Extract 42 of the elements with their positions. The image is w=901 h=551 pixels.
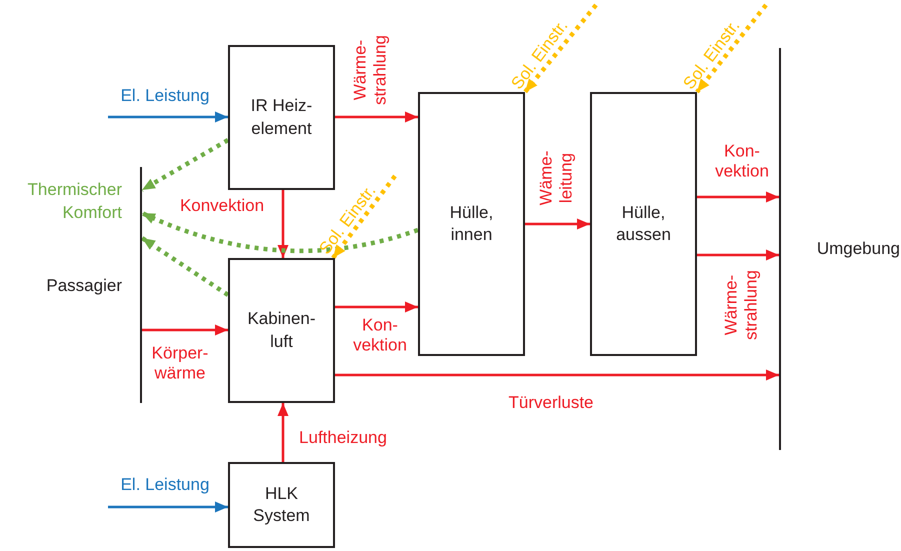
node-label: Umgebung	[816, 238, 900, 260]
node-label: Passagier	[46, 275, 122, 297]
process-box	[228, 45, 335, 190]
process-box	[228, 258, 335, 403]
process-box	[418, 92, 525, 356]
arrow	[525, 218, 590, 230]
edge-label: Körper- wärme	[152, 344, 208, 384]
arrow	[142, 324, 228, 336]
arrow	[278, 190, 288, 258]
arrow	[108, 502, 228, 512]
node-label: IR Heiz- element	[250, 95, 314, 140]
annotation-text: Thermischer Komfort	[26, 179, 122, 224]
edge-label: Wärme- strahlung	[722, 270, 762, 340]
arrow	[697, 250, 779, 260]
boundary-line	[779, 48, 900, 450]
arrow	[697, 192, 779, 202]
arrow	[108, 112, 228, 122]
process-box	[590, 92, 697, 356]
edge-label: El. Leistung	[120, 86, 210, 106]
edge-label: Wärme- strahlung	[350, 35, 391, 105]
node-label: Kabinen- luft	[246, 308, 317, 352]
node-label: HLK System	[252, 482, 311, 527]
process-box	[228, 462, 335, 548]
edge-label: Luftheizung	[299, 428, 387, 448]
arrow	[140, 236, 230, 297]
edge-label: Konvektion	[180, 196, 264, 216]
node-label: Hülle, innen	[448, 202, 494, 246]
arrow	[335, 370, 779, 380]
arrow	[523, 4, 598, 94]
edge-label: Kon- vektion	[715, 142, 769, 182]
edge-label: Kon- vektion	[353, 316, 407, 356]
arrow	[695, 4, 768, 94]
edge-label: Wäme- leitung	[536, 150, 577, 206]
node-label: Hülle, aussen	[615, 202, 672, 246]
arrow	[141, 210, 419, 254]
arrow	[335, 302, 418, 312]
arrow	[331, 174, 397, 260]
edge-label: El. Leistung	[120, 474, 210, 496]
edge-label: Türverluste	[508, 392, 594, 414]
arrow	[335, 112, 418, 122]
arrow	[278, 403, 288, 462]
arrow	[140, 138, 230, 192]
